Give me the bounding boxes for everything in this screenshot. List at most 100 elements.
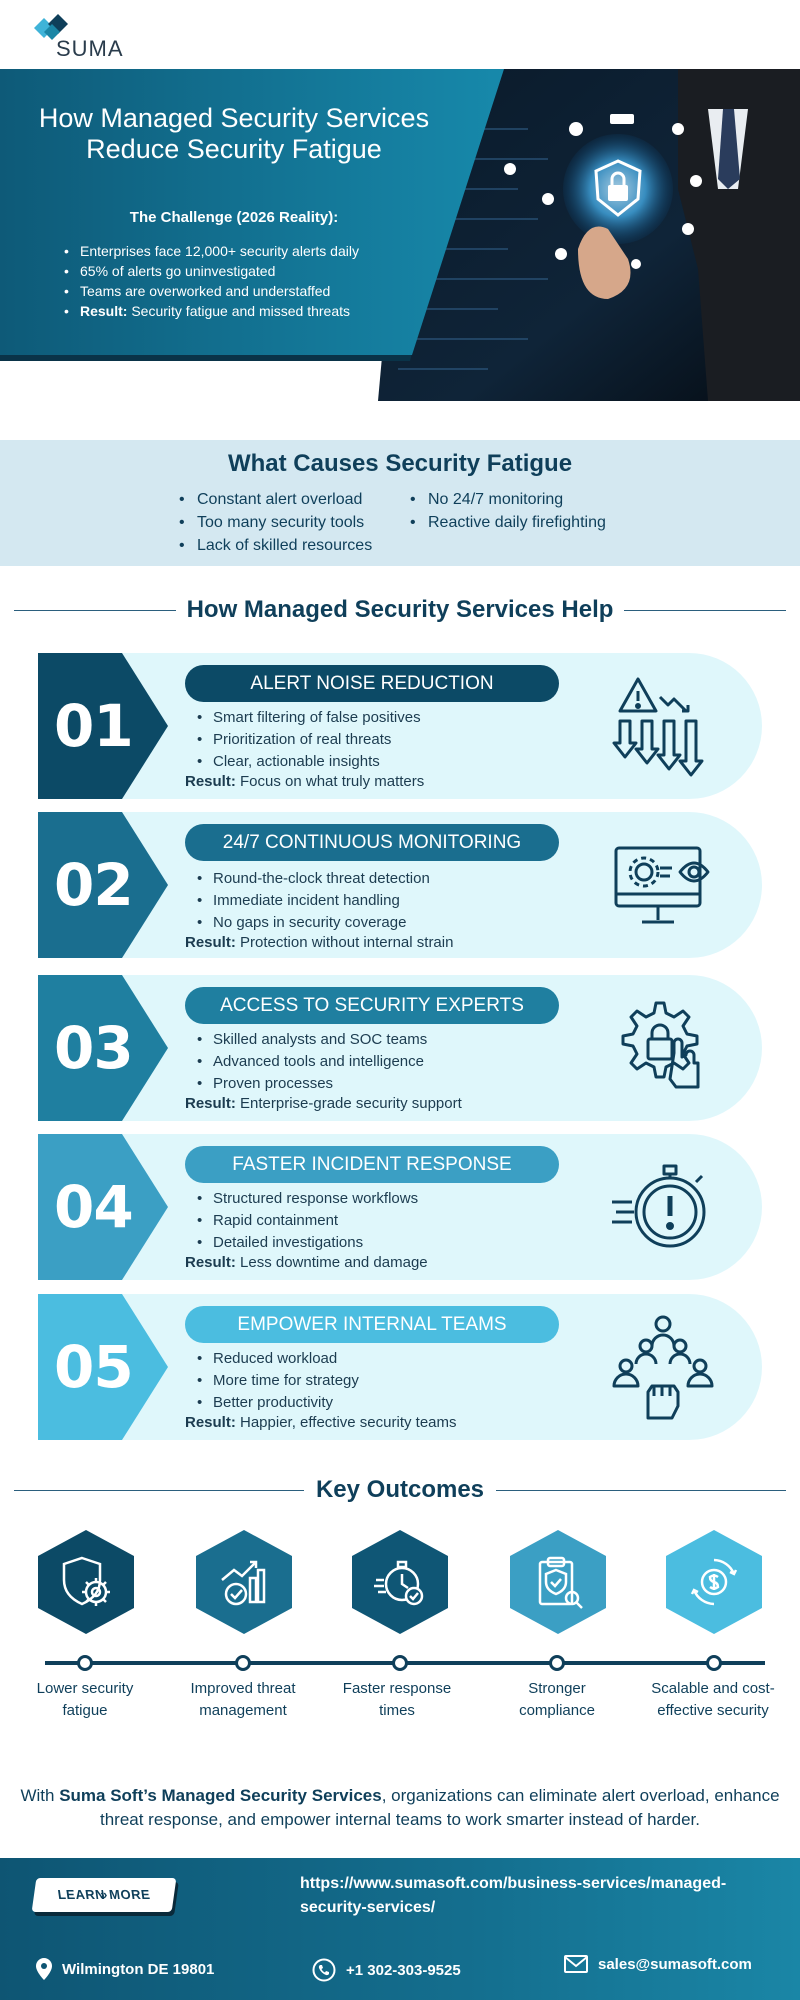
outcome-hex-3 xyxy=(352,1530,448,1634)
result-label: Result: xyxy=(185,934,236,951)
timeline-dot xyxy=(549,1655,565,1671)
card-item: No gaps in security coverage xyxy=(195,912,430,934)
shield-gear-icon xyxy=(62,1556,110,1606)
hero-security-photo xyxy=(378,69,800,401)
timeline-dot xyxy=(77,1655,93,1671)
card-result: Result: Enterprise-grade security suppor… xyxy=(185,1095,462,1112)
card-item: Clear, actionable insights xyxy=(195,751,421,773)
card-result: Result: Focus on what truly matters xyxy=(185,773,424,790)
card-title: ACCESS TO SECURITY EXPERTS xyxy=(185,987,559,1024)
hero-banner: How Managed Security Services Reduce Sec… xyxy=(0,69,800,401)
footer-email[interactable]: sales@sumasoft.com xyxy=(564,1955,752,1973)
phone-icon xyxy=(312,1958,336,1982)
outcome-hex-2 xyxy=(196,1530,292,1634)
outcome-label-line: compliance xyxy=(519,1702,595,1719)
result-label: Result: xyxy=(185,1095,236,1112)
hero-title: How Managed Security Services Reduce Sec… xyxy=(14,103,454,165)
outcome-label-line: Improved threat xyxy=(190,1680,296,1697)
gear-lock-hand-icon xyxy=(621,1001,700,1089)
outcome-label-line: Stronger xyxy=(528,1680,586,1697)
chart-check-icon xyxy=(221,1560,266,1606)
card-item: Rapid containment xyxy=(195,1210,418,1232)
outcome-label-line: management xyxy=(199,1702,287,1719)
timeline-dot xyxy=(706,1655,722,1671)
card-result: Result: Less downtime and damage xyxy=(185,1254,428,1271)
challenge-result: Result: Security fatigue and missed thre… xyxy=(64,301,359,321)
outcome-label-1: Lower security fatigue xyxy=(10,1678,160,1722)
clipboard-shield-icon xyxy=(538,1556,583,1609)
challenge-list: Enterprises face 12,000+ security alerts… xyxy=(64,241,359,321)
heading-rule-right xyxy=(496,1490,786,1491)
causes-list-right: No 24/7 monitoring Reactive daily firefi… xyxy=(408,488,606,534)
service-url-link[interactable]: https://www.sumasoft.com/business-servic… xyxy=(300,1875,727,1916)
closing-statement: With Suma Soft’s Managed Security Servic… xyxy=(20,1784,780,1832)
outcome-hex-4 xyxy=(510,1530,606,1634)
card-result: Result: Happier, effective security team… xyxy=(185,1414,457,1431)
card-number: 01 xyxy=(54,692,134,760)
heading-rule-left xyxy=(14,610,176,611)
card-item: Prioritization of real threats xyxy=(195,729,421,751)
card-title: FASTER INCIDENT RESPONSE xyxy=(185,1146,559,1183)
causes-list-left: Constant alert overload Too many securit… xyxy=(177,488,372,557)
card-list: Structured response workflows Rapid cont… xyxy=(195,1188,418,1254)
learn-more-text: LEARN MORE xyxy=(56,1887,152,1902)
card-number: 02 xyxy=(54,851,134,919)
outcome-hex-1 xyxy=(38,1530,134,1634)
card-item: Better productivity xyxy=(195,1392,359,1414)
result-label: Result: xyxy=(185,1254,236,1271)
location-text: Wilmington DE 19801 xyxy=(62,1960,215,1978)
hex-shape xyxy=(196,1530,292,1634)
footer-phone[interactable]: +1 302-303-9525 xyxy=(312,1958,461,1982)
service-card-5: 05 EMPOWER INTERNAL TEAMS Reduced worklo… xyxy=(38,1294,762,1440)
card-item: Structured response workflows xyxy=(195,1188,418,1210)
result-label: Result: xyxy=(80,303,128,319)
result-text: Focus on what truly matters xyxy=(235,773,425,790)
timeline-dot xyxy=(235,1655,251,1671)
hero-title-line-2: Reduce Security Fatigue xyxy=(86,134,382,164)
challenge-item: Teams are overworked and understaffed xyxy=(64,281,359,301)
card-item: Smart filtering of false positives xyxy=(195,707,421,729)
result-text: Enterprise-grade security support xyxy=(235,1095,462,1112)
card-item: Advanced tools and intelligence xyxy=(195,1051,427,1073)
mail-icon xyxy=(564,1955,588,1973)
stopwatch-check-icon xyxy=(374,1560,424,1606)
card-item: Immediate incident handling xyxy=(195,890,430,912)
result-text: Less downtime and damage xyxy=(235,1254,428,1271)
outcomes-title: Key Outcomes xyxy=(315,1476,485,1503)
card-number: 04 xyxy=(54,1173,134,1241)
card-item: More time for strategy xyxy=(195,1370,359,1392)
card-item: Reduced workload xyxy=(195,1348,359,1370)
hex-shape xyxy=(352,1530,448,1634)
result-text: Protection without internal strain xyxy=(235,934,454,951)
result-label: Result: xyxy=(185,773,236,790)
outcome-label-line: times xyxy=(379,1702,415,1719)
footer: LEARN MORE » https://www.sumasoft.com/bu… xyxy=(0,1858,800,2000)
logo-text: SUMA xyxy=(56,36,124,61)
outcome-hex-5 xyxy=(666,1530,762,1634)
cause-item: No 24/7 monitoring xyxy=(408,488,606,511)
help-section-heading: How Managed Security Services Help xyxy=(14,596,786,626)
cause-item: Lack of skilled resources xyxy=(177,534,372,557)
heading-rule-right xyxy=(624,610,786,611)
outcome-label-line: Faster response xyxy=(342,1680,452,1697)
cause-item: Reactive daily firefighting xyxy=(408,511,606,534)
heading-rule-left xyxy=(14,1490,304,1491)
closing-post: , organizations can eliminate alert over… xyxy=(99,1786,780,1829)
alert-funnel-icon xyxy=(612,677,704,777)
hero-subtitle: The Challenge (2026 Reality): xyxy=(129,209,339,226)
outcome-label-3: Faster response times xyxy=(322,1678,472,1722)
outcome-label-2: Improved threat management xyxy=(168,1678,318,1722)
card-list: Reduced workload More time for strategy … xyxy=(195,1348,359,1414)
service-card-1: 01 ALERT NOISE REDUCTION Smart filtering… xyxy=(38,653,762,799)
dollar-gear-icon xyxy=(690,1558,738,1606)
card-title: ALERT NOISE REDUCTION xyxy=(185,665,559,702)
outcome-label-line: fatigue xyxy=(62,1702,108,1719)
closing-bold: Suma Soft’s Managed Security Services xyxy=(59,1786,382,1805)
outcome-label-line: effective security xyxy=(657,1702,769,1719)
suma-logo[interactable]: SUMA xyxy=(30,14,150,61)
cause-item: Constant alert overload xyxy=(177,488,372,511)
learn-more-button[interactable]: LEARN MORE » xyxy=(31,1878,177,1912)
monitor-eye-icon xyxy=(614,846,710,924)
service-card-2: 02 24/7 CONTINUOUS MONITORING Round-the-… xyxy=(38,812,762,958)
causes-section: What Causes Security Fatigue Constant al… xyxy=(0,440,800,566)
